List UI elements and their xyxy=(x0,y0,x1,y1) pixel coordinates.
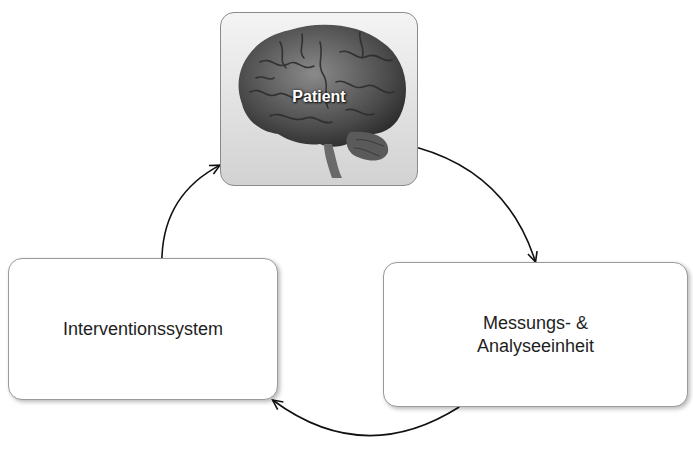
connector-line xyxy=(418,148,536,262)
connector-line xyxy=(162,165,220,258)
arrowhead xyxy=(273,400,284,410)
process-box: Interventionssystem xyxy=(8,258,278,400)
node-label: Messungs- & Analyseeinheit xyxy=(461,312,611,357)
curved-arrow xyxy=(418,148,537,262)
node-label: Interventionssystem xyxy=(63,318,223,341)
arrowhead xyxy=(209,165,220,174)
node-label: Patient xyxy=(292,88,345,106)
curved-arrow xyxy=(162,165,220,258)
process-box: Messungs- & Analyseeinheit xyxy=(383,262,688,407)
patient-box: Patient xyxy=(220,12,418,186)
arrowhead xyxy=(528,251,537,262)
